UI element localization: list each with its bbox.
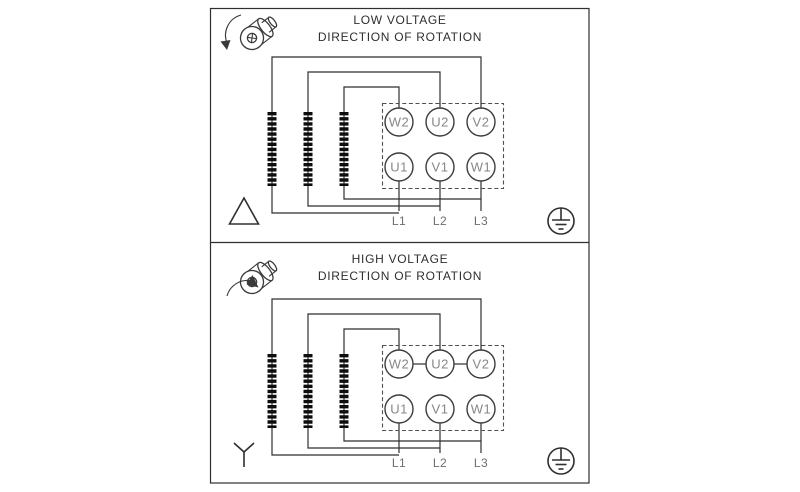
panel-title: LOW VOLTAGE: [353, 13, 446, 27]
ground-circle: [547, 447, 575, 475]
supply-wire-2: [307, 71, 441, 111]
delta-connection-symbol: [228, 196, 260, 225]
terminal-label-W2: W2: [389, 115, 410, 130]
terminal-label-W2: W2: [389, 357, 410, 372]
panel-subtitle: DIRECTION OF ROTATION: [318, 269, 482, 283]
supply-wire-3: [343, 328, 400, 353]
terminal-W2: [384, 349, 414, 379]
line-label-L2: L2: [433, 214, 447, 228]
terminal-label-V2: V2: [473, 357, 490, 372]
supply-wire-1: [271, 56, 482, 111]
terminal-label-U2: U2: [431, 115, 449, 130]
hub-hatch-2: [250, 33, 254, 43]
terminal-board-outline: [381, 344, 505, 432]
terminal-label-W1: W1: [471, 402, 492, 417]
rotation-ccw-icon: [220, 14, 278, 51]
panel-subtitle: DIRECTION OF ROTATION: [318, 30, 482, 44]
shaft-end-cap: [267, 16, 278, 28]
terminal-U1: [384, 394, 414, 424]
terminal-U2: [425, 349, 455, 379]
terminal-W2: [384, 107, 414, 137]
line-label-L2: L2: [433, 456, 447, 470]
line-label-L1: L1: [392, 456, 406, 470]
terminal-W1: [466, 152, 496, 182]
terminal-label-V1: V1: [432, 160, 449, 175]
diagram-outer-border: [209, 7, 590, 484]
terminal-board-outline: [381, 102, 505, 190]
supply-wire-1: [271, 298, 482, 353]
terminal-label-W1: W1: [471, 160, 492, 175]
rotation-cw-icon: [226, 260, 278, 297]
terminal-label-U1: U1: [390, 402, 408, 417]
terminal-label-U1: U1: [390, 160, 408, 175]
supply-wire-3: [343, 86, 400, 111]
rotation-arrow-head: [246, 275, 259, 288]
panel-low-voltage: LOW VOLTAGE DIRECTION OF ROTATION: [220, 13, 575, 235]
terminal-V2: [466, 349, 496, 379]
terminal-V2: [466, 107, 496, 137]
terminal-label-U2: U2: [431, 357, 449, 372]
rotation-arrow-arc: [224, 14, 242, 44]
ground-icon: [547, 207, 575, 235]
line-label-L3: L3: [474, 456, 488, 470]
panel-title: HIGH VOLTAGE: [352, 252, 449, 266]
terminal-U2: [425, 107, 455, 137]
wye-leg-right: [243, 442, 255, 453]
line-label-L1: L1: [392, 214, 406, 228]
wye-leg-left: [233, 442, 245, 453]
terminal-label-V1: V1: [432, 402, 449, 417]
line-label-L3: L3: [474, 214, 488, 228]
terminal-V1: [425, 152, 455, 182]
terminal-W1: [466, 394, 496, 424]
terminal-V1: [425, 394, 455, 424]
ground-icon: [547, 447, 575, 475]
panel-high-voltage: HIGH VOLTAGE DIRECTION OF ROTATION: [226, 252, 575, 475]
terminal-U1: [384, 152, 414, 182]
supply-wire-2: [307, 313, 441, 353]
ground-circle: [547, 207, 575, 235]
terminal-label-V2: V2: [473, 115, 490, 130]
shaft-end-cap: [267, 260, 278, 272]
wye-connection-symbol: [233, 442, 255, 467]
rotation-arrow-head: [220, 40, 231, 50]
